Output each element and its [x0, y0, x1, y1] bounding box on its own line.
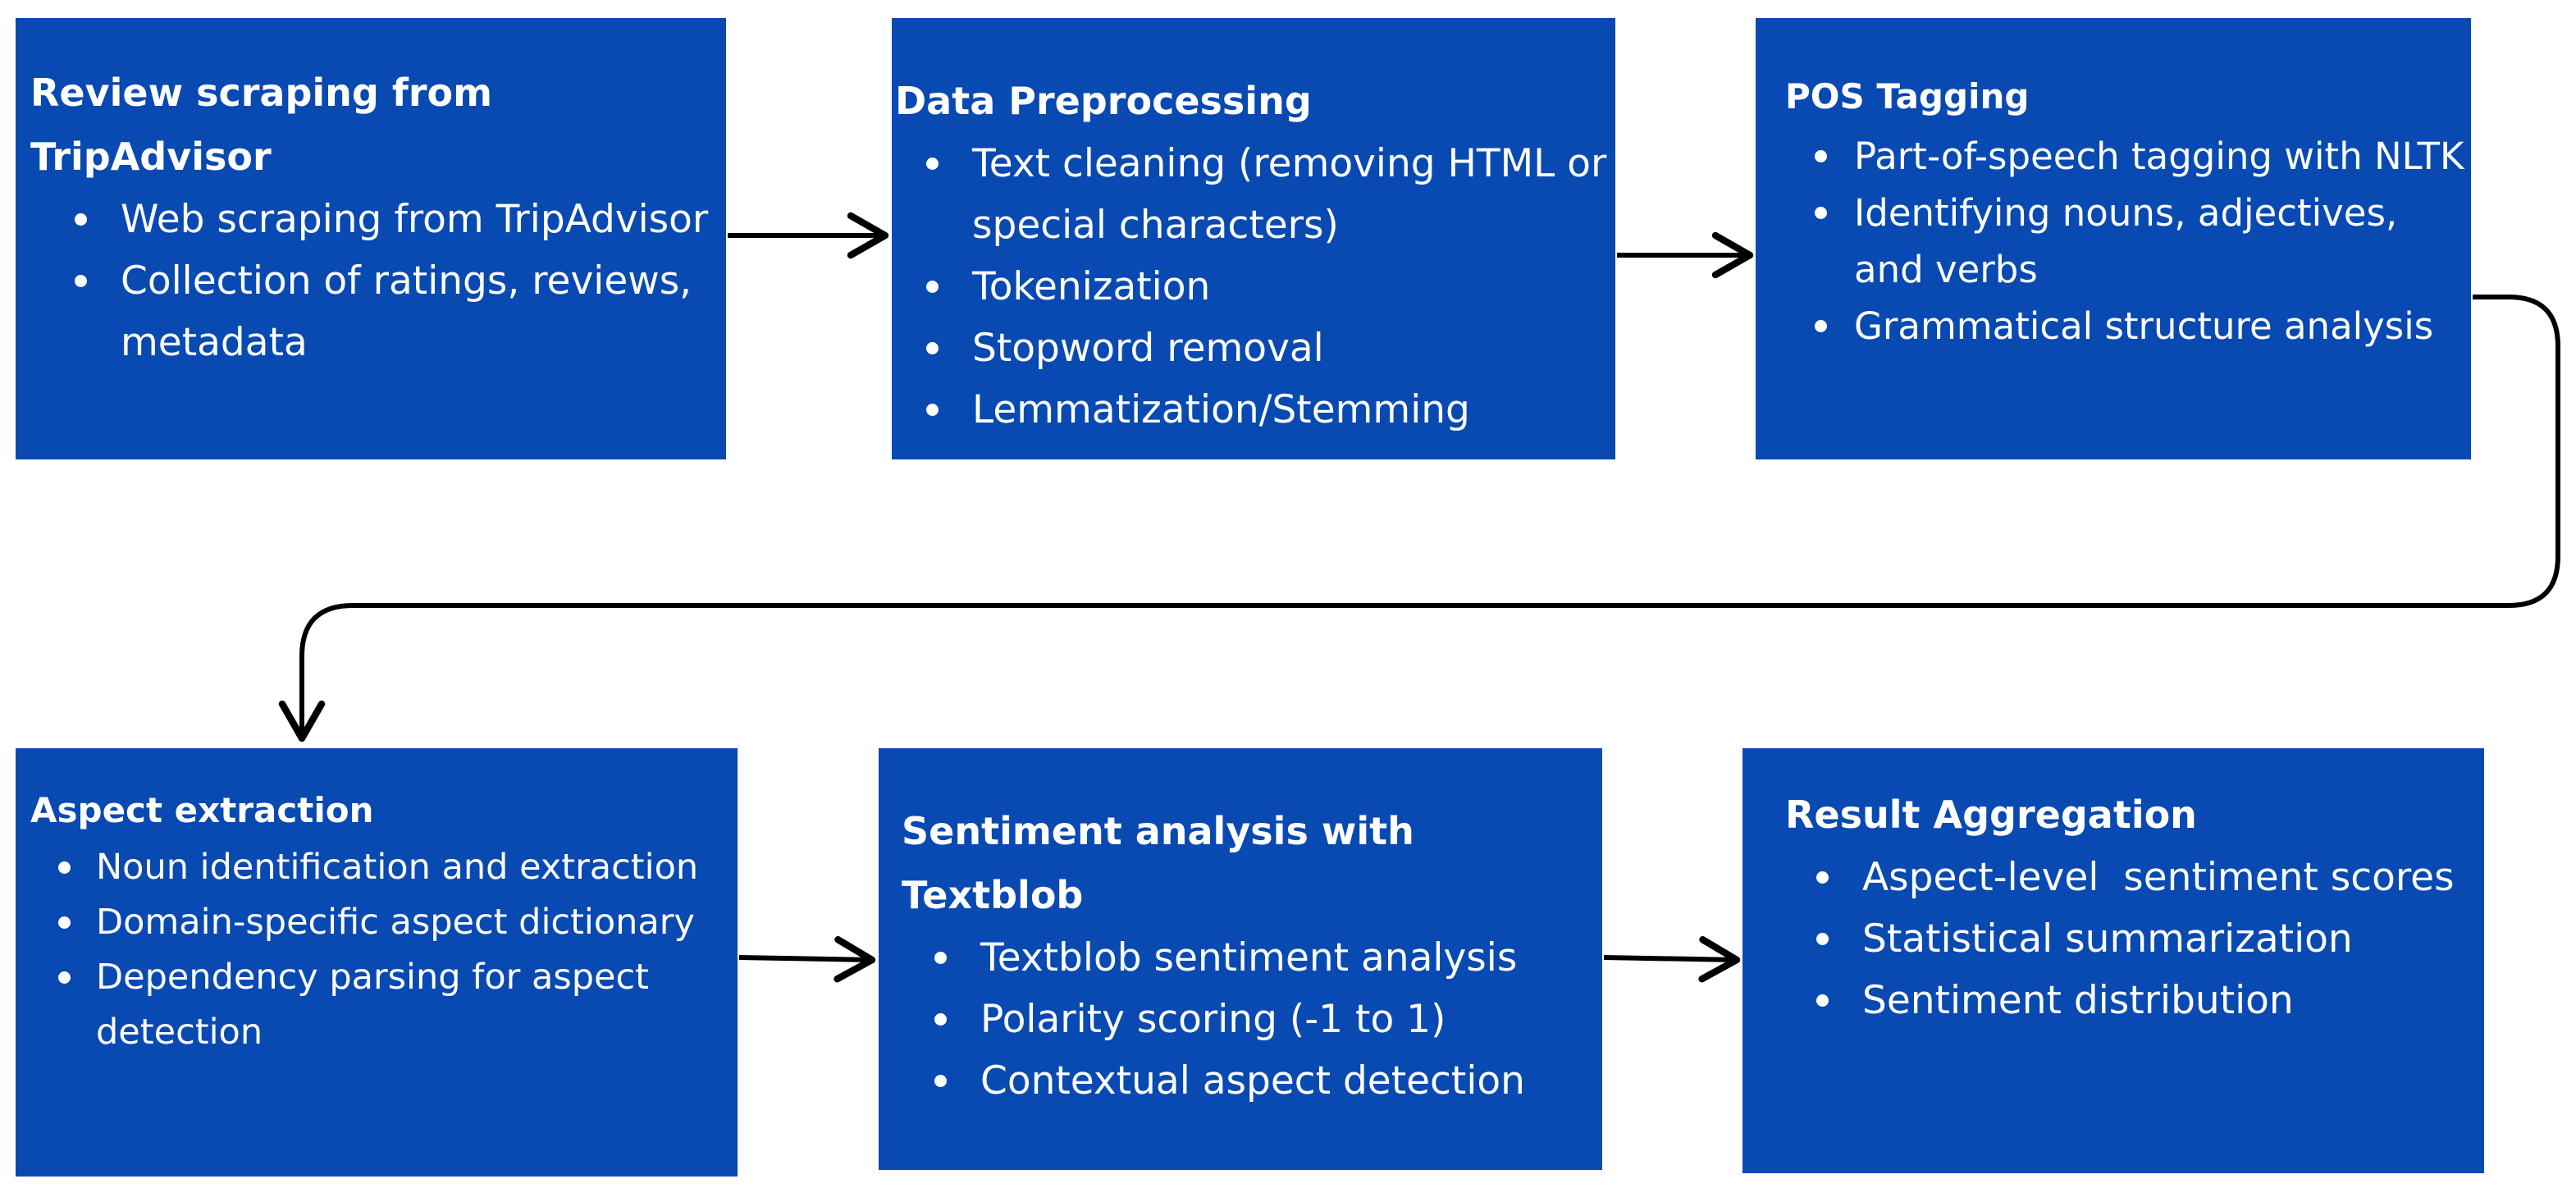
- step-title: Aspect extraction: [30, 790, 374, 830]
- step-box-sentiment-analysis: Sentiment analysis with Textblob Textblo…: [879, 748, 1602, 1170]
- step-box-data-preprocessing: Data Preprocessing Text cleaning (removi…: [892, 18, 1615, 459]
- step-bullet-list: Part-of-speech tagging with NLTK Identif…: [1785, 128, 2471, 354]
- step-title: Data Preprocessing: [895, 79, 1312, 123]
- step-bullet: Sentiment distribution: [1816, 970, 2484, 1031]
- step-bullet: Lemmatization/Stemming: [926, 379, 1615, 441]
- step-bullet: Stopword removal: [926, 318, 1615, 379]
- step-box-result-aggregation: Result Aggregation Aspect-level sentimen…: [1742, 748, 2484, 1173]
- step-bullet-list: Web scraping from TripAdvisor Collection…: [30, 189, 726, 373]
- step-bullet: Contextual aspect detection: [934, 1050, 1602, 1112]
- step-bullet: Statistical summarization: [1816, 908, 2484, 970]
- arrow-pos-to-aspect: [278, 295, 2560, 742]
- step-bullet: Aspect-level sentiment scores: [1816, 847, 2484, 908]
- step-bullet: Polarity scoring (-1 to 1): [934, 989, 1602, 1050]
- step-bullet: Textblob sentiment analysis: [934, 927, 1602, 989]
- step-title: POS Tagging: [1785, 76, 2030, 117]
- arrow-aspect-to-sentiment: [738, 936, 876, 983]
- step-title: Sentiment analysis with Textblob: [902, 809, 1414, 917]
- step-bullet: Part-of-speech tagging with NLTK: [1815, 128, 2471, 185]
- step-bullet-list: Text cleaning (removing HTML or special …: [895, 133, 1615, 441]
- step-box-review-scraping: Review scraping from TripAdvisor Web scr…: [16, 18, 726, 459]
- step-bullet: Noun identification and extraction: [58, 840, 738, 895]
- step-bullet: Collection of ratings, reviews, metadata: [75, 250, 726, 373]
- step-bullet: Identifying nouns, adjectives, and verbs: [1815, 185, 2471, 298]
- step-bullet: Dependency parsing for aspect detection: [58, 950, 738, 1060]
- step-bullet: Text cleaning (removing HTML or special …: [926, 133, 1615, 256]
- step-title: Review scraping from TripAdvisor: [30, 71, 493, 179]
- step-bullet: Domain-specific aspect dictionary: [58, 895, 738, 950]
- step-bullet: Grammatical structure analysis: [1815, 298, 2471, 354]
- step-bullet: Web scraping from TripAdvisor: [75, 189, 726, 250]
- step-bullet-list: Aspect-level sentiment scores Statistica…: [1785, 847, 2484, 1031]
- step-title: Result Aggregation: [1785, 793, 2197, 837]
- step-bullet: Tokenization: [926, 256, 1615, 318]
- step-bullet-list: Textblob sentiment analysis Polarity sco…: [902, 927, 1602, 1112]
- step-box-pos-tagging: POS Tagging Part-of-speech tagging with …: [1756, 18, 2471, 459]
- step-box-aspect-extraction: Aspect extraction Noun identification an…: [16, 748, 738, 1177]
- arrow-sentiment-to-aggregation: [1603, 936, 1741, 983]
- step-bullet-list: Noun identification and extraction Domai…: [30, 840, 738, 1060]
